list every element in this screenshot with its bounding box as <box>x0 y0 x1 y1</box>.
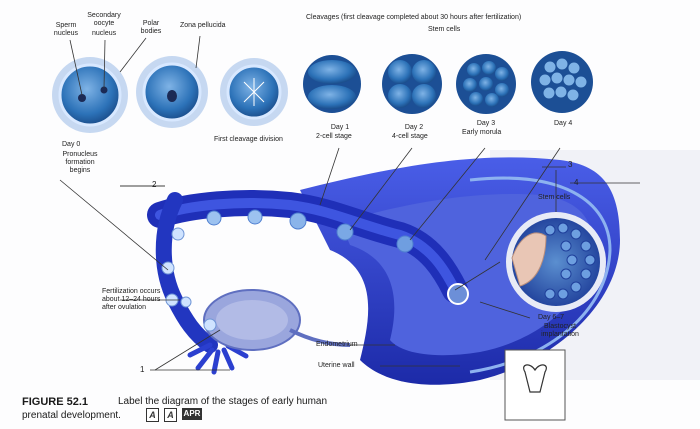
label-day2: Day 2 <box>404 124 424 131</box>
label-polar-bodies: Polar bodies <box>140 20 162 35</box>
label-day4: Day 4 <box>554 120 573 127</box>
label-stem-cells-right: Stem cells <box>538 194 571 201</box>
blank-3: 3 <box>568 160 573 169</box>
label-day1: Day 1 <box>330 124 350 131</box>
figure-number: FIGURE 52.1 <box>22 396 89 408</box>
blank-2: 2 <box>152 180 157 189</box>
stage-cells <box>52 51 593 133</box>
label-uterine-wall: Uterine wall <box>318 362 355 369</box>
label-day3: Day 3 <box>476 120 496 127</box>
label-first-cleavage: First cleavage division <box>214 136 283 143</box>
label-oocyte-nucleus: nucleus <box>92 30 117 37</box>
blastocyst-detail <box>506 212 606 312</box>
label-sperm-nucleus: Sperm nucleus <box>53 22 79 37</box>
label-stem-cells-top: Stem cells <box>428 26 461 33</box>
label-day3-sub: Early morula <box>462 129 502 136</box>
label-day1-sub: 2-cell stage <box>316 133 352 140</box>
label-day67: Day 6–7 <box>538 314 565 321</box>
label-secondary-oocyte: Secondary oocyte <box>87 12 121 27</box>
blank-1: 1 <box>140 365 145 374</box>
label-fertilization: Fertilization occurs about 12–24 hours a… <box>102 288 161 311</box>
label-pronucleus: Pronucleus formation begins <box>62 151 98 174</box>
label-day0: Day 0 <box>62 141 81 148</box>
label-cleavages: Cleavages (first cleavage completed abou… <box>306 14 522 21</box>
badge-a-2: A <box>164 408 177 422</box>
figure-caption-line1: Label the diagram of the stages of early… <box>118 396 328 407</box>
label-endometrium: Endometrium <box>316 341 358 348</box>
label-blastocyst: Blastocyst implantation <box>541 323 579 338</box>
label-zona-pellucida: Zona pellucida <box>180 22 226 29</box>
label-day2-sub: 4-cell stage <box>392 133 428 140</box>
badge-apr: APR <box>182 408 202 420</box>
blank-4: 4 <box>574 178 579 187</box>
figure-caption-line2: prenatal development. <box>22 410 121 421</box>
badge-a-1: A <box>146 408 159 422</box>
